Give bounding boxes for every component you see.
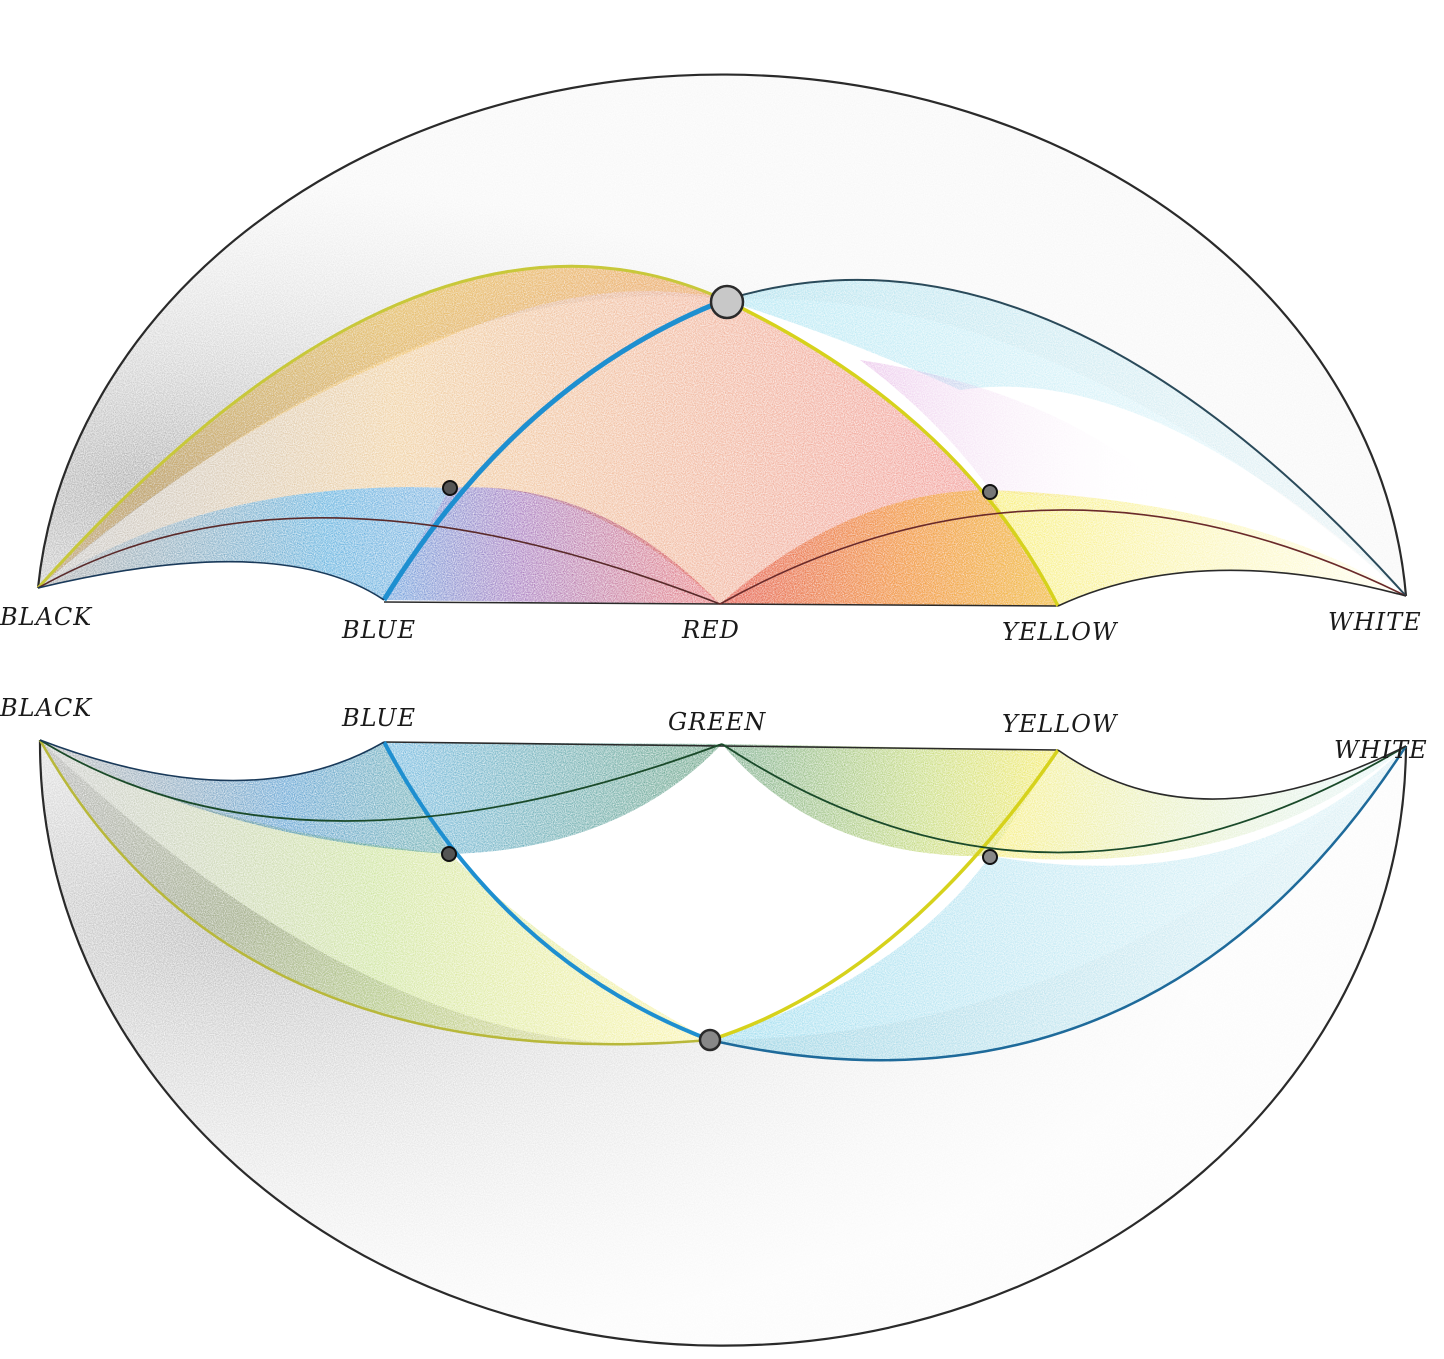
top-magenta-band <box>860 360 1180 500</box>
arc-red-white-equator <box>719 509 1407 605</box>
arc-bottom-yellow-meridian <box>709 749 1060 1042</box>
arc-cyan-to-white <box>724 278 1407 597</box>
lune-red-yellow <box>720 490 1058 606</box>
bottom-outer-arc <box>38 739 1408 1347</box>
bottom-label-black: BLACK <box>0 694 93 722</box>
node-red-yellow <box>982 484 998 500</box>
arc-black-yellow-top <box>36 264 726 590</box>
lune-bottom-green-yellow <box>722 744 1058 857</box>
lune-bottom-yellow-white <box>990 746 1406 860</box>
top-hemisphere: BLACK BLUE RED YELLOW WHITE <box>0 73 1422 646</box>
top-dome-shading <box>38 74 1406 596</box>
bottom-label-yellow: YELLOW <box>1002 710 1119 738</box>
arc-bottom-cyan-to-white <box>709 745 1408 1062</box>
bottom-top-line <box>383 741 1059 751</box>
top-label-yellow: YELLOW <box>1002 618 1119 646</box>
lune-bottom-blue-green <box>384 742 722 854</box>
arc-bottom-black-green-equator <box>39 739 723 822</box>
lune-yellow-white <box>990 490 1406 606</box>
bottom-pole-node <box>698 1028 722 1052</box>
top-cyan-band <box>725 279 1406 596</box>
bottom-cyan-band <box>710 746 1406 1061</box>
arc-black-red-equator <box>37 517 721 605</box>
bottom-label-green: GREEN <box>668 708 766 736</box>
arc-bottom-blue-meridian <box>382 741 711 1042</box>
top-label-red: RED <box>681 616 740 644</box>
top-yellow-band <box>38 266 1058 606</box>
arc-yellow-white-lune <box>1057 569 1407 607</box>
top-label-white: WHITE <box>1328 608 1422 636</box>
arc-bottom-yellow-white-lune <box>1057 745 1407 800</box>
bottom-label-white: WHITE <box>1334 736 1428 764</box>
top-pole-node <box>709 284 745 320</box>
arc-bottom-black-yellow <box>38 739 711 1046</box>
lune-blue-red <box>384 487 720 604</box>
bottom-label-blue: BLUE <box>341 704 416 732</box>
bottom-left-band <box>40 740 710 1045</box>
bottom-hemisphere: BLACK BLUE GREEN YELLOW WHITE <box>0 694 1428 1347</box>
top-label-black: BLACK <box>0 603 93 631</box>
arc-blue-meridian <box>381 297 726 602</box>
top-yellow-highlight <box>38 266 725 588</box>
node-blue-red <box>442 480 458 496</box>
arc-yellow-meridian <box>724 298 1060 607</box>
arc-black-blue-lune <box>37 560 385 601</box>
lune-black-blue <box>38 487 450 600</box>
lune-bottom-black-blue <box>40 740 450 854</box>
top-label-blue: BLUE <box>341 616 416 644</box>
arc-bottom-black-blue-lune <box>39 739 385 782</box>
top-outer-arc <box>36 73 1408 597</box>
node-bottom-green-yellow <box>982 849 998 865</box>
arc-bottom-green-white-equator <box>721 743 1407 854</box>
node-bottom-blue-green <box>441 846 457 862</box>
